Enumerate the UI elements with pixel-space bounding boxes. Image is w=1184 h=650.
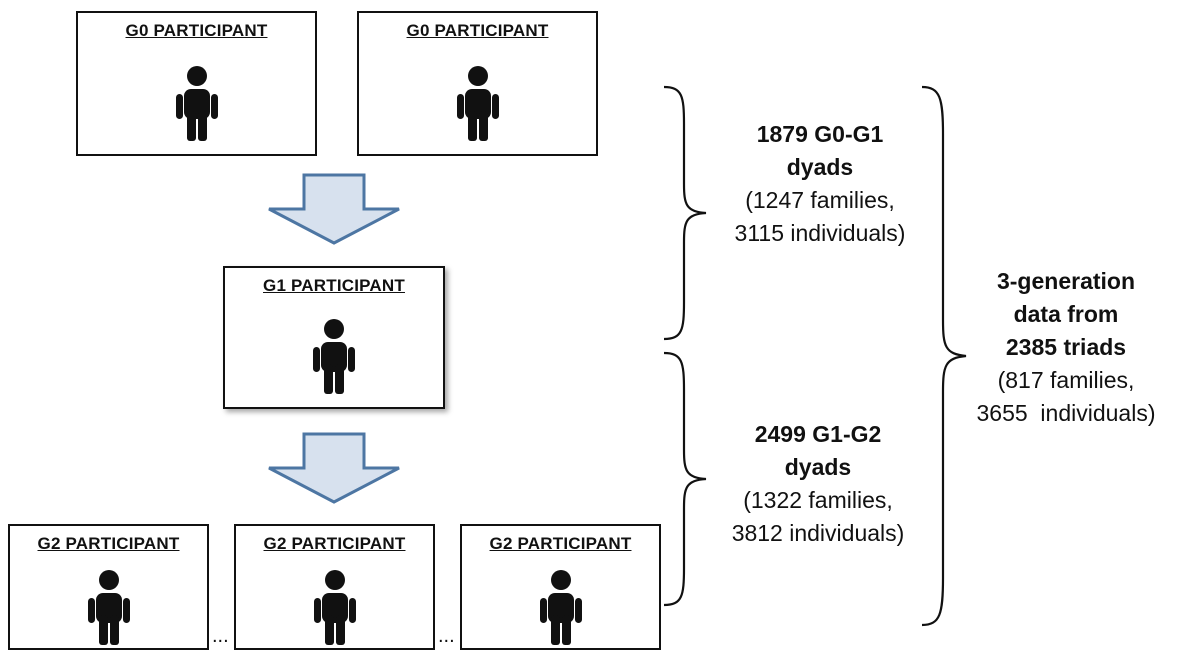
person-icon	[456, 66, 499, 141]
group-detail: 3115 individuals)	[734, 220, 906, 246]
g1-participant-box: G1 PARTICIPANT	[223, 266, 445, 409]
box-label: G0 PARTICIPANT	[406, 21, 549, 40]
g0-participant-box-left: G0 PARTICIPANT	[76, 11, 317, 156]
group-title: 2499 G1-G2	[754, 421, 882, 447]
g2-participant-box: G2 PARTICIPANT	[460, 524, 661, 650]
g0-g1-dyads-summary: 1879 G0-G1 dyads (1247 families, 3115 in…	[700, 118, 940, 250]
group-detail: 3812 individuals)	[731, 520, 905, 546]
group-title: 3-generation	[996, 268, 1136, 294]
curly-brace-icon	[663, 351, 707, 607]
person-icon	[87, 570, 130, 645]
box-label: G0 PARTICIPANT	[125, 21, 268, 40]
group-title: dyads	[784, 454, 852, 480]
g2-participant-box: G2 PARTICIPANT	[8, 524, 209, 650]
curly-brace-icon	[663, 85, 707, 341]
group-title: dyads	[786, 154, 854, 180]
ellipsis: ...	[438, 625, 455, 647]
box-label: G2 PARTICIPANT	[489, 534, 632, 553]
group-title: 2385 triads	[1005, 334, 1127, 360]
ellipsis: ...	[212, 625, 229, 647]
g0-participant-box-right: G0 PARTICIPANT	[357, 11, 598, 156]
person-icon	[313, 319, 355, 394]
three-generation-summary: 3-generation data from 2385 triads (817 …	[952, 265, 1180, 430]
group-detail: (1322 families,	[743, 487, 893, 513]
group-detail: (817 families,	[997, 367, 1135, 393]
group-title: data from	[1013, 301, 1119, 327]
g1-g2-dyads-summary: 2499 G1-G2 dyads (1322 families, 3812 in…	[698, 418, 938, 550]
down-arrow-icon	[268, 173, 400, 245]
g2-participant-box: G2 PARTICIPANT	[234, 524, 435, 650]
group-detail: 3655 individuals)	[976, 400, 1156, 426]
person-icon	[313, 570, 356, 645]
box-label: G2 PARTICIPANT	[37, 534, 180, 553]
group-detail: (1247 families,	[745, 187, 895, 213]
group-title: 1879 G0-G1	[756, 121, 884, 147]
box-label: G1 PARTICIPANT	[263, 276, 405, 295]
curly-brace-icon	[921, 85, 967, 627]
person-icon	[175, 66, 218, 141]
box-label: G2 PARTICIPANT	[263, 534, 406, 553]
person-icon	[539, 570, 582, 645]
down-arrow-icon	[268, 432, 400, 504]
